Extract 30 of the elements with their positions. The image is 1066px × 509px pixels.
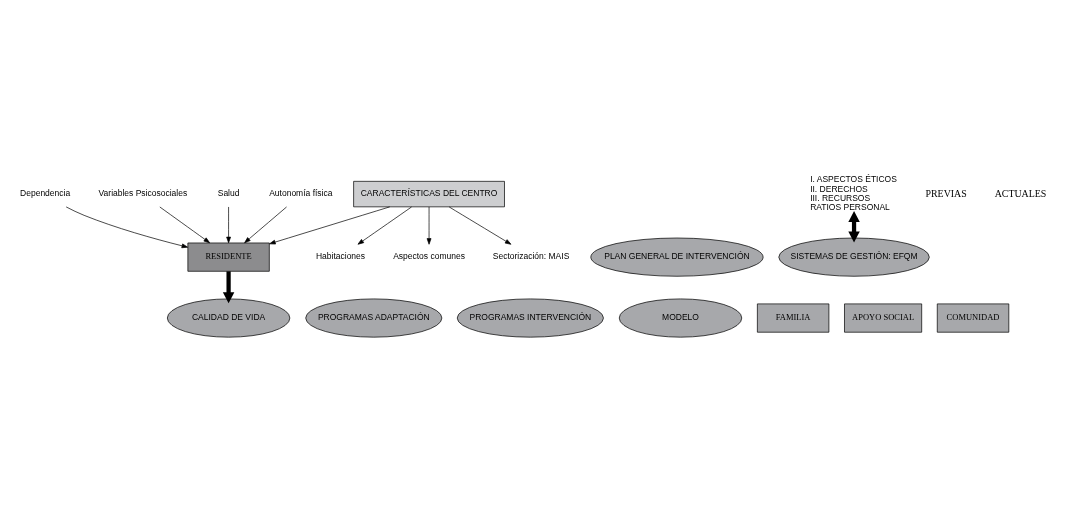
- node-text: Habitaciones: [315, 250, 366, 261]
- arrow: [426, 206, 432, 245]
- arrow: [269, 206, 391, 244]
- node-ellipse: CALIDAD DE VIDA: [166, 298, 291, 338]
- node-text: I. ASPECTOS ÉTICOS II. DERECHOS III. RECURSOS RATIOS PERSONAL: [810, 173, 897, 212]
- node-ellipse: PLAN GENERAL DE INTERVENCIÓN: [590, 237, 764, 277]
- node-text: Variables Psicosociales: [98, 187, 188, 198]
- arrow: [448, 206, 512, 245]
- node-box: APOYO SOCIAL: [844, 303, 923, 333]
- node-text: Salud: [217, 187, 240, 198]
- node-box: COMUNIDAD: [936, 303, 1010, 333]
- arrow: [222, 270, 235, 303]
- node-box: FAMILIA: [757, 303, 830, 333]
- node-text: Autonomía física: [269, 187, 333, 198]
- node-ellipse: PROGRAMAS INTERVENCIÓN: [456, 298, 604, 338]
- arrow: [226, 206, 231, 243]
- node-ellipse: PROGRAMAS ADAPTACIÓN: [305, 298, 443, 338]
- node-text: Dependencia: [20, 187, 71, 198]
- arrow: [357, 206, 412, 245]
- arrow: [244, 206, 287, 243]
- node-text: Sectorización: MAIS: [492, 250, 570, 261]
- node-text: Aspectos comunes: [393, 250, 465, 261]
- node-ellipse: MODELO: [618, 298, 743, 338]
- arrow: [159, 206, 210, 243]
- arrow: [65, 206, 189, 248]
- node-box: RESIDENTE: [187, 242, 270, 272]
- node-box: CARACTERÍSTICAS DEL CENTRO: [353, 180, 505, 207]
- node-ellipse: SISTEMAS DE GESTIÓN: EFQM: [778, 237, 930, 277]
- label: ACTUALES: [994, 187, 1047, 199]
- label: PREVIAS: [925, 187, 967, 199]
